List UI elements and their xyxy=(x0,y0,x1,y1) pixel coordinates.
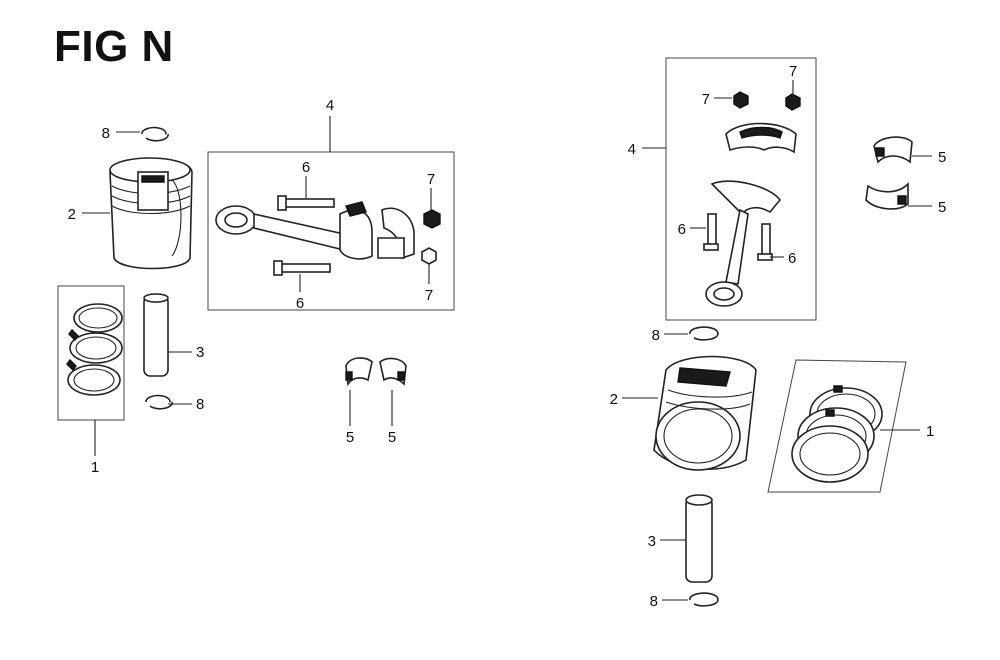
bearing-shell-right-b xyxy=(865,182,909,210)
bearing-shell-right-a xyxy=(873,136,913,164)
label-8-bottom-left: 8 xyxy=(196,396,204,413)
rod-cap-left xyxy=(377,207,415,260)
figure-title: FIG N xyxy=(54,22,174,71)
label-6-lower-left: 6 xyxy=(296,295,304,312)
label-1-left: 1 xyxy=(91,459,99,476)
rings-box-left xyxy=(57,285,125,421)
label-4-left: 4 xyxy=(326,97,334,114)
label-3-right: 3 xyxy=(648,533,656,550)
label-2-left: 2 xyxy=(68,206,76,223)
label-6-upper-left: 6 xyxy=(302,159,310,176)
label-7-upper-left: 7 xyxy=(427,171,435,188)
piston-right xyxy=(653,355,757,471)
label-5-left-b: 5 xyxy=(388,429,396,446)
label-5-left-a: 5 xyxy=(346,429,354,446)
rod-bolt-upper-left xyxy=(277,195,335,211)
bearing-shell-left-a xyxy=(345,357,373,387)
label-5-right-a: 5 xyxy=(938,149,946,166)
rod-nut-upper-right-b xyxy=(785,93,801,111)
connecting-rod-left xyxy=(215,201,373,260)
rod-nut-upper-left xyxy=(423,209,441,229)
con-rod-box-left xyxy=(207,151,455,311)
rod-bolt-right-right xyxy=(757,223,773,261)
circlip-8-bottom-left xyxy=(145,394,173,410)
circlip-8-top-right xyxy=(689,326,719,341)
label-6-right-a: 6 xyxy=(678,221,686,238)
connecting-rod-right xyxy=(705,180,782,307)
label-2-right: 2 xyxy=(610,391,618,408)
piston-rings-right xyxy=(791,385,883,483)
label-1-right: 1 xyxy=(926,423,934,440)
piston-left xyxy=(109,157,193,270)
piston-pin-right xyxy=(685,494,713,583)
label-8-top-right: 8 xyxy=(652,327,660,344)
rod-cap-right xyxy=(725,122,797,154)
piston-pin-left xyxy=(143,293,169,377)
circlip-8-top-left xyxy=(141,126,169,142)
label-8-bottom-right: 8 xyxy=(650,593,658,610)
rod-nut-lower-left xyxy=(421,247,437,265)
label-8-top-left: 8 xyxy=(102,125,110,142)
label-6-right-b: 6 xyxy=(788,250,796,267)
rod-bolt-lower-left xyxy=(273,260,331,276)
label-7-lower-left: 7 xyxy=(425,287,433,304)
bearing-shell-left-b xyxy=(379,357,407,386)
label-4-right: 4 xyxy=(628,141,636,158)
rings-box-right xyxy=(767,359,907,493)
label-5-right-b: 5 xyxy=(938,199,946,216)
piston-rings-left xyxy=(66,303,123,396)
rod-bolt-left-right xyxy=(703,213,719,251)
label-7-right-a: 7 xyxy=(702,91,710,108)
circlip-8-bottom-right xyxy=(689,592,719,607)
rod-nut-upper-right-a xyxy=(733,91,749,109)
label-7-right-b: 7 xyxy=(789,63,797,80)
label-3-left: 3 xyxy=(196,344,204,361)
con-rod-box-right xyxy=(665,57,817,321)
